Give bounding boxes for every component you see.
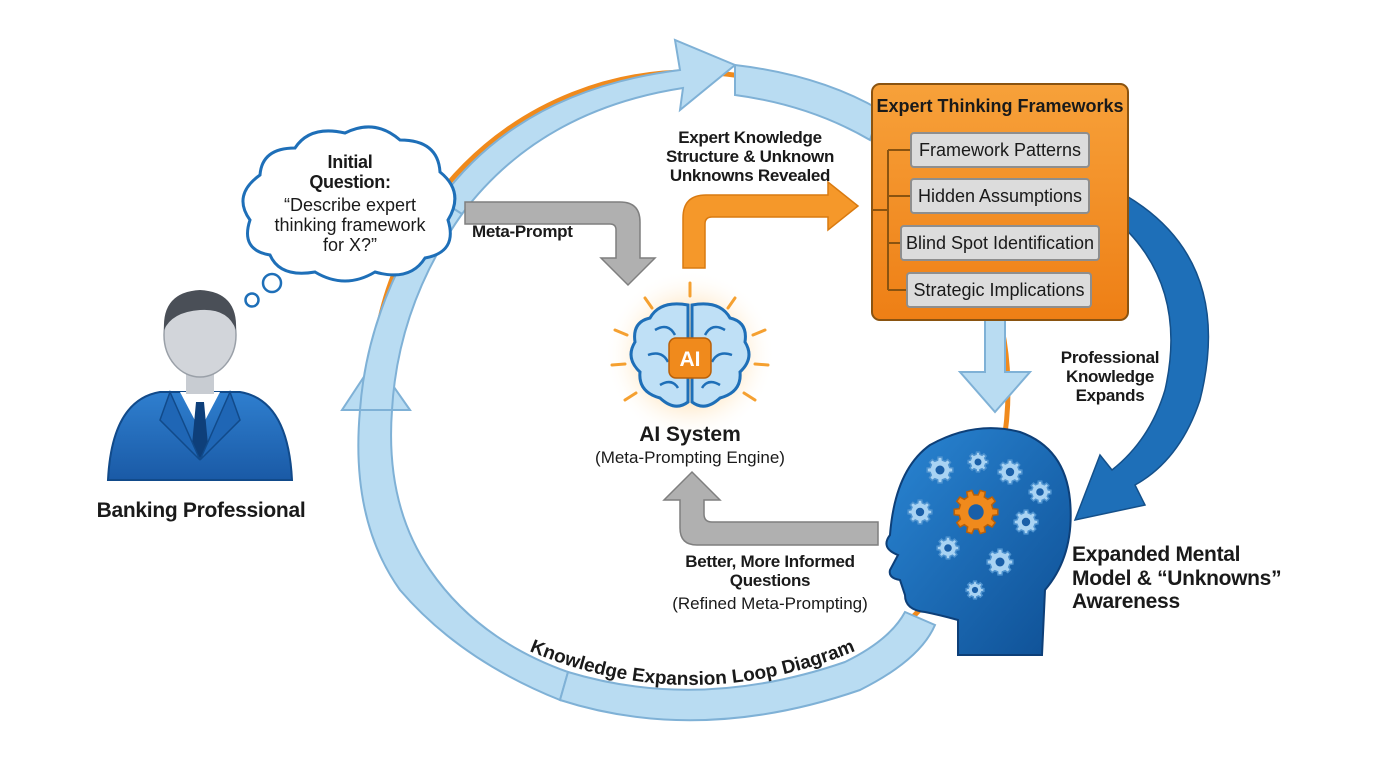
revealed-arrow	[682, 180, 860, 269]
framework-item-patterns: Framework Patterns	[910, 132, 1090, 168]
loop-band-top-right	[734, 63, 882, 142]
better-questions-title: Better, More Informed Questions	[685, 552, 855, 591]
head-icon	[885, 427, 1072, 656]
professional-label: Banking Professional	[96, 499, 306, 522]
gear	[936, 536, 960, 560]
brain-icon	[629, 302, 751, 408]
gear	[926, 456, 954, 484]
ai-badge-text: AI	[680, 348, 701, 371]
gear	[1013, 509, 1039, 535]
better-questions-subtitle: (Refined Meta-Prompting)	[672, 594, 868, 613]
loop-arrow-top	[438, 38, 737, 216]
expands-label: Professional Knowledge Expands	[1060, 348, 1160, 406]
arrow-frameworks-to-head	[957, 319, 1033, 414]
loop-band-bottom	[558, 610, 937, 722]
frameworks-title: Expert Thinking Frameworks	[876, 96, 1124, 116]
thought-bubble	[241, 125, 457, 308]
ai-title: AI System	[639, 423, 741, 446]
ai-rays	[610, 281, 770, 402]
meta-prompt-arrow	[464, 201, 657, 287]
frameworks-connector	[872, 149, 910, 291]
ai-badge	[668, 337, 712, 379]
mental-model-label: Expanded Mental Model & “Unknowns” Aware…	[1072, 543, 1282, 614]
professional-icon	[106, 290, 294, 481]
gear	[997, 459, 1023, 485]
thought-bubble-title: Initial Question:	[309, 152, 391, 193]
gear	[967, 451, 989, 473]
better-questions-arrow	[662, 470, 879, 546]
knowledge-expands-arrow	[1073, 194, 1210, 522]
gear	[986, 548, 1014, 576]
ai-subtitle: (Meta-Prompting Engine)	[595, 448, 785, 467]
meta-prompt-label: Meta-Prompt	[472, 222, 573, 241]
revealed-label: Expert Knowledge Structure & Unknown Unk…	[665, 128, 835, 186]
framework-item-strategic-implications: Strategic Implications	[906, 272, 1092, 308]
thought-bubble-body: “Describe expert thinking framework for …	[274, 195, 426, 256]
gear	[1028, 480, 1052, 504]
framework-item-blind-spot: Blind Spot Identification	[900, 225, 1100, 261]
gear	[965, 580, 985, 600]
gears-icon	[907, 451, 1052, 600]
gear	[953, 489, 999, 535]
framework-item-hidden-assumptions: Hidden Assumptions	[910, 178, 1090, 214]
gear	[907, 499, 933, 525]
